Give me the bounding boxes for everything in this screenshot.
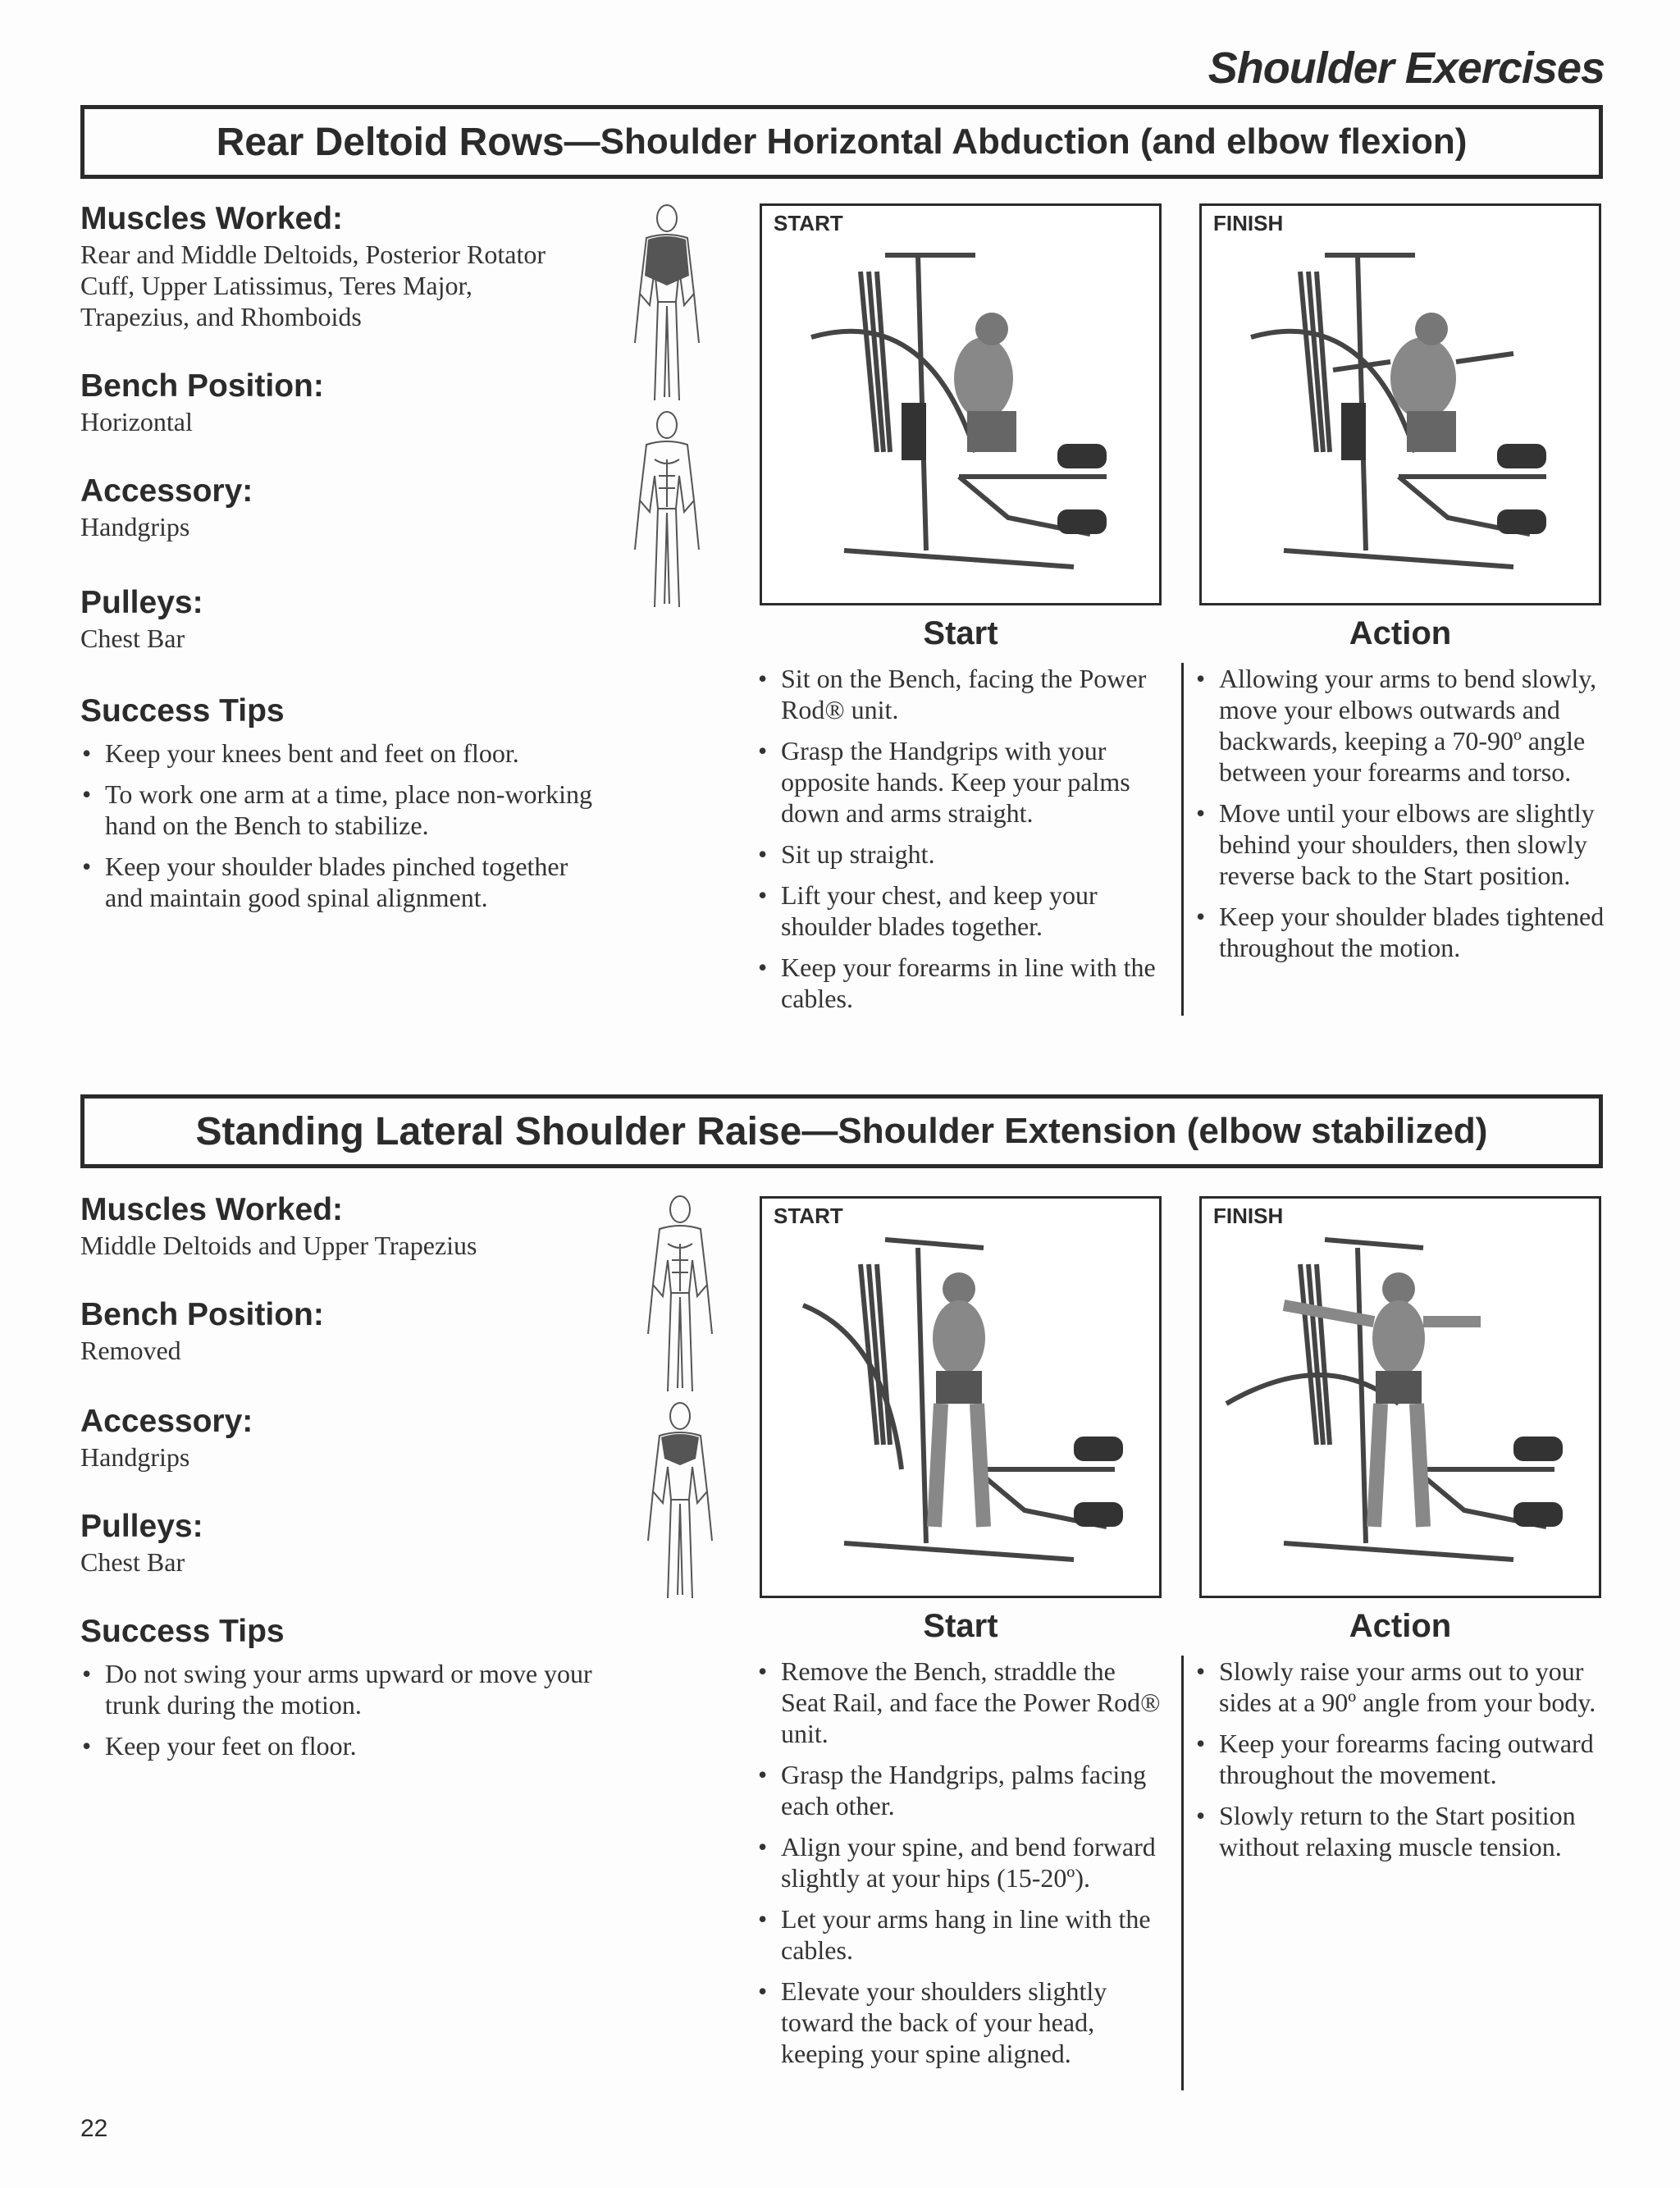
list-item: Lift your chest, and keep your shoulder … bbox=[756, 879, 1166, 942]
bench-label: Bench Position: bbox=[80, 1297, 324, 1332]
accessory-label: Accessory: bbox=[80, 473, 253, 509]
list-item: Keep your shoulder blades pinched togeth… bbox=[80, 851, 605, 913]
list-item: Slowly return to the Start position with… bbox=[1194, 1800, 1605, 1862]
column-divider bbox=[1181, 663, 1184, 1016]
list-item: Keep your forearms facing outward throug… bbox=[1194, 1728, 1605, 1790]
accessory-label: Accessory: bbox=[80, 1404, 253, 1439]
list-item: Allowing your arms to bend slowly, move … bbox=[1194, 663, 1605, 788]
list-item: Remove the Bench, straddle the Seat Rail… bbox=[756, 1656, 1166, 1749]
accessory-value: Handgrips bbox=[80, 1441, 190, 1472]
start-heading: Start bbox=[923, 615, 998, 651]
action-steps: Slowly raise your arms out to your sides… bbox=[1194, 1656, 1605, 1872]
list-item: To work one arm at a time, place non-wor… bbox=[80, 779, 605, 841]
muscles-worked: Rear and Middle Deltoids, Posterior Rota… bbox=[80, 239, 546, 331]
finish-tag: FINISH bbox=[1213, 211, 1284, 235]
list-item: Let your arms hang in line with the cabl… bbox=[756, 1903, 1166, 1966]
action-heading: Action bbox=[1349, 1608, 1452, 1644]
start-tag: START bbox=[774, 211, 843, 235]
list-item: Keep your forearms in line with the cabl… bbox=[756, 952, 1166, 1014]
action-heading: Action bbox=[1349, 615, 1452, 651]
start-photo: START bbox=[760, 203, 1162, 605]
anatomy-back-icon bbox=[634, 204, 700, 401]
list-item: Elevate your shoulders slightly toward t… bbox=[756, 1976, 1166, 2069]
accessory-value: Handgrips bbox=[80, 511, 190, 541]
machine-illustration bbox=[801, 1237, 1123, 1562]
start-tag: START bbox=[774, 1204, 843, 1228]
bench-label: Bench Position: bbox=[80, 368, 324, 404]
start-heading: Start bbox=[923, 1608, 998, 1644]
list-item: Align your spine, and bend forward sligh… bbox=[756, 1831, 1166, 1893]
pulleys-value: Chest Bar bbox=[80, 1546, 185, 1577]
pulleys-label: Pulleys: bbox=[80, 585, 203, 620]
exercise-2-name: Standing Lateral Shoulder Raise bbox=[195, 1109, 802, 1153]
exercise-1-header: Rear Deltoid Rows—Shoulder Horizontal Ab… bbox=[80, 105, 1603, 179]
anatomy-back-icon bbox=[647, 1402, 713, 1599]
machine-illustration bbox=[1250, 253, 1546, 569]
machine-illustration bbox=[1225, 1237, 1563, 1562]
list-item: Keep your shoulder blades tightened thro… bbox=[1194, 901, 1605, 963]
finish-photo: FINISH bbox=[1199, 1196, 1601, 1598]
success-tips-list: Keep your knees bent and feet on floor. … bbox=[80, 738, 605, 913]
list-item: Do not swing your arms upward or move yo… bbox=[80, 1658, 605, 1720]
bench-position: Removed bbox=[80, 1335, 181, 1365]
list-item: Keep your feet on floor. bbox=[80, 1730, 605, 1761]
list-item: Grasp the Handgrips, palms facing each o… bbox=[756, 1759, 1166, 1821]
list-item: Move until your elbows are slightly behi… bbox=[1194, 797, 1605, 891]
success-tips-label: Success Tips bbox=[80, 693, 285, 729]
start-steps: Sit on the Bench, facing the Power Rod® … bbox=[756, 663, 1166, 1024]
exercise-1-name: Rear Deltoid Rows bbox=[216, 120, 564, 164]
finish-photo: FINISH bbox=[1199, 203, 1601, 605]
column-divider bbox=[1181, 1656, 1184, 2090]
action-steps: Allowing your arms to bend slowly, move … bbox=[1194, 663, 1605, 973]
pulleys-label: Pulleys: bbox=[80, 1509, 203, 1544]
success-tips-label: Success Tips bbox=[80, 1614, 285, 1649]
list-item: Keep your knees bent and feet on floor. bbox=[80, 738, 605, 769]
anatomy-front-icon bbox=[634, 411, 700, 608]
start-photo: START bbox=[760, 1196, 1162, 1598]
list-item: Sit on the Bench, facing the Power Rod® … bbox=[756, 663, 1166, 725]
muscles-label: Muscles Worked: bbox=[80, 201, 344, 236]
success-tips-list: Do not swing your arms upward or move yo… bbox=[80, 1658, 605, 1761]
list-item: Sit up straight. bbox=[756, 838, 1166, 870]
pulleys-value: Chest Bar bbox=[80, 623, 185, 653]
list-item: Grasp the Handgrips with your opposite h… bbox=[756, 735, 1166, 829]
page-title: Shoulder Exercises bbox=[1208, 43, 1605, 93]
list-item: Slowly raise your arms out to your sides… bbox=[1194, 1656, 1605, 1718]
page-number: 22 bbox=[80, 2115, 108, 2142]
bench-position: Horizontal bbox=[80, 406, 193, 436]
muscles-label: Muscles Worked: bbox=[80, 1192, 344, 1227]
anatomy-front-icon bbox=[647, 1195, 713, 1392]
finish-tag: FINISH bbox=[1213, 1204, 1284, 1228]
machine-illustration bbox=[810, 253, 1107, 569]
muscles-worked: Middle Deltoids and Upper Trapezius bbox=[80, 1230, 477, 1260]
exercise-1-subtitle: —Shoulder Horizontal Abduction (and elbo… bbox=[564, 121, 1468, 162]
exercise-2-header: Standing Lateral Shoulder Raise—Shoulder… bbox=[80, 1094, 1603, 1168]
exercise-2-subtitle: —Shoulder Extension (elbow stabilized) bbox=[801, 1111, 1488, 1151]
start-steps: Remove the Bench, straddle the Seat Rail… bbox=[756, 1656, 1166, 2079]
